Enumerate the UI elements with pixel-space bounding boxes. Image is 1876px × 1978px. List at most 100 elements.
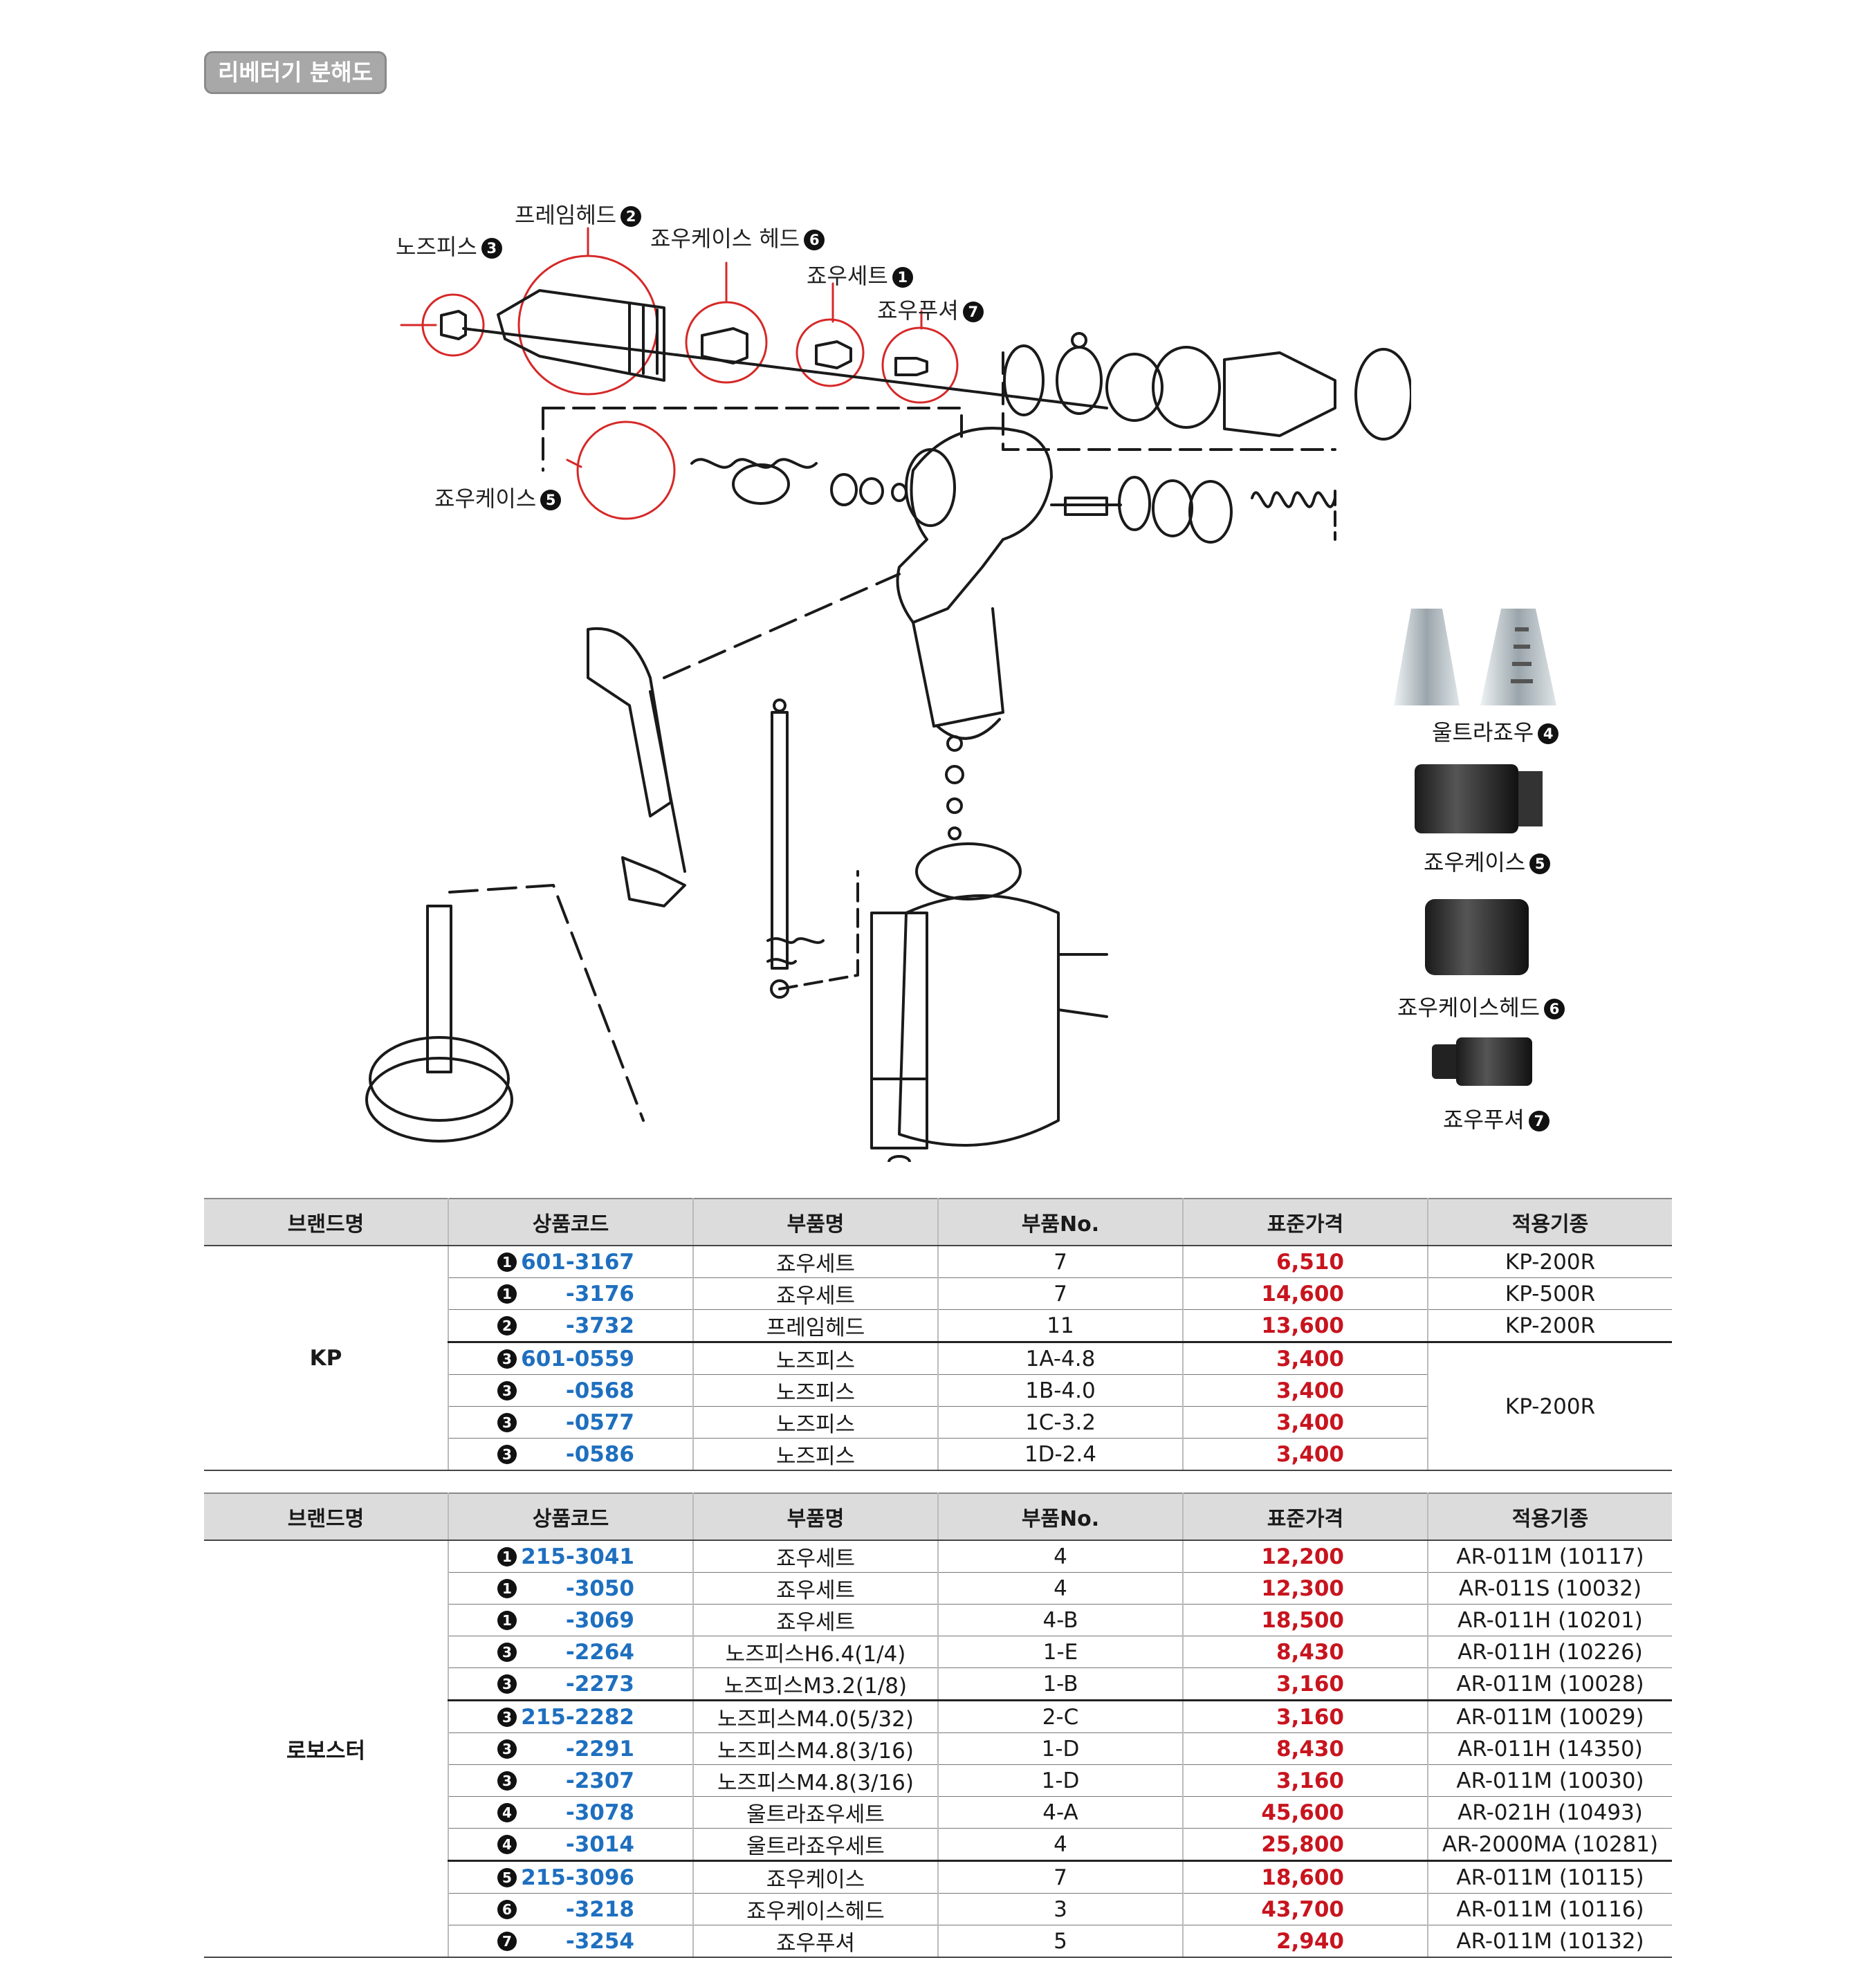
item-number-icon: 3 [497, 1349, 517, 1369]
brand-cell: KP [204, 1246, 449, 1471]
part-name-cell: 죠우세트 [692, 1246, 939, 1278]
model-cell: AR-011H (10226) [1427, 1636, 1672, 1668]
code-cell: 3-2307 [448, 1764, 694, 1797]
code-cell: 3-2273 [448, 1667, 694, 1701]
item-number-icon: 1 [497, 1253, 517, 1273]
item-number-icon: 3 [497, 1413, 517, 1433]
item-number-icon: 3 [497, 1643, 517, 1663]
model-cell: AR-2000MA (10281) [1427, 1828, 1672, 1862]
callout-circle-jawcase-head [685, 301, 768, 384]
header-price: 표준가격 [1182, 1198, 1428, 1246]
model-cell: AR-011H (14350) [1427, 1732, 1672, 1765]
photo-number-7-icon: 7 [1528, 1111, 1549, 1131]
table-header-row: 브랜드명 상품코드 부품명 부품No. 표준가격 적용기종 [204, 1198, 1672, 1246]
price-cell: 3,160 [1182, 1667, 1428, 1701]
callout-number-3-icon: 3 [481, 238, 502, 259]
product-code: -0577 [565, 1410, 634, 1436]
item-number-icon: 3 [497, 1674, 517, 1694]
price-cell: 3,400 [1182, 1438, 1428, 1471]
price-cell: 14,600 [1182, 1277, 1428, 1310]
price-cell: 18,500 [1182, 1604, 1428, 1636]
part-no-cell: 5 [937, 1925, 1184, 1958]
item-number-icon: 3 [497, 1708, 517, 1728]
part-no-cell: 2-C [937, 1700, 1184, 1733]
callout-number-2-icon: 2 [620, 206, 642, 227]
header-brand: 브랜드명 [204, 1198, 449, 1246]
part-name-cell: 노즈피스H6.4(1/4) [692, 1636, 939, 1668]
part-name-cell: 죠우케이스 [692, 1860, 939, 1894]
part-name-cell: 노즈피스M3.2(1/8) [692, 1667, 939, 1701]
header-price: 표준가격 [1182, 1492, 1428, 1541]
table-header-row: 브랜드명 상품코드 부품명 부품No. 표준가격 적용기종 [204, 1492, 1672, 1541]
product-code: -2264 [565, 1640, 634, 1665]
header-model: 적용기종 [1427, 1198, 1672, 1246]
product-code: -0568 [565, 1378, 634, 1404]
price-cell: 3,160 [1182, 1764, 1428, 1797]
part-name-cell: 노즈피스 [692, 1374, 939, 1407]
code-cell: 6-3218 [448, 1893, 694, 1925]
model-cell: KP-500R [1427, 1277, 1672, 1310]
callout-circle-jawcase [576, 420, 676, 520]
part-name-cell: 죠우세트 [692, 1572, 939, 1605]
model-cell: AR-011M (10115) [1427, 1860, 1672, 1894]
price-cell: 3,400 [1182, 1406, 1428, 1439]
code-cell: 4-3014 [448, 1828, 694, 1862]
part-no-cell: 4 [937, 1828, 1184, 1862]
part-no-cell: 4 [937, 1572, 1184, 1605]
part-no-cell: 7 [937, 1277, 1184, 1310]
header-code: 상품코드 [448, 1492, 694, 1541]
jaw-pusher-photo [1432, 1044, 1460, 1079]
header-model: 적용기종 [1427, 1492, 1672, 1541]
code-cell: 1-3069 [448, 1604, 694, 1636]
code-cell: 1-3050 [448, 1572, 694, 1605]
parts-photos [1394, 609, 1556, 1086]
price-cell: 3,400 [1182, 1342, 1428, 1375]
part-name-cell: 노즈피스M4.8(3/16) [692, 1764, 939, 1797]
part-name-cell: 죠우세트 [692, 1277, 939, 1310]
model-cell: KP-200R [1427, 1342, 1672, 1471]
part-no-cell: 4 [937, 1540, 1184, 1573]
header-brand: 브랜드명 [204, 1492, 449, 1541]
callout-number-5-icon: 5 [540, 490, 562, 510]
part-name-cell: 노즈피스 [692, 1438, 939, 1471]
item-number-icon: 1 [497, 1547, 517, 1567]
part-no-cell: 1-B [937, 1667, 1184, 1701]
item-number-icon: 1 [497, 1611, 517, 1631]
price-cell: 43,700 [1182, 1893, 1428, 1925]
model-cell: AR-011H (10201) [1427, 1604, 1672, 1636]
product-code: -3050 [565, 1576, 634, 1602]
product-code: -2307 [565, 1768, 634, 1794]
item-number-icon: 5 [497, 1868, 517, 1888]
part-no-cell: 4-A [937, 1796, 1184, 1829]
price-cell: 3,400 [1182, 1374, 1428, 1407]
price-cell: 12,300 [1182, 1572, 1428, 1605]
model-cell: AR-011M (10117) [1427, 1540, 1672, 1573]
page-title: 리베터기 분해도 [204, 51, 387, 94]
code-cell: 3-0568 [448, 1374, 694, 1407]
product-code: 601-3167 [521, 1250, 634, 1275]
price-cell: 8,430 [1182, 1636, 1428, 1668]
part-name-cell: 프레임헤드 [692, 1309, 939, 1343]
item-number-icon: 6 [497, 1900, 517, 1920]
exploded-diagram [365, 227, 1411, 1162]
product-code: -3014 [565, 1832, 634, 1858]
